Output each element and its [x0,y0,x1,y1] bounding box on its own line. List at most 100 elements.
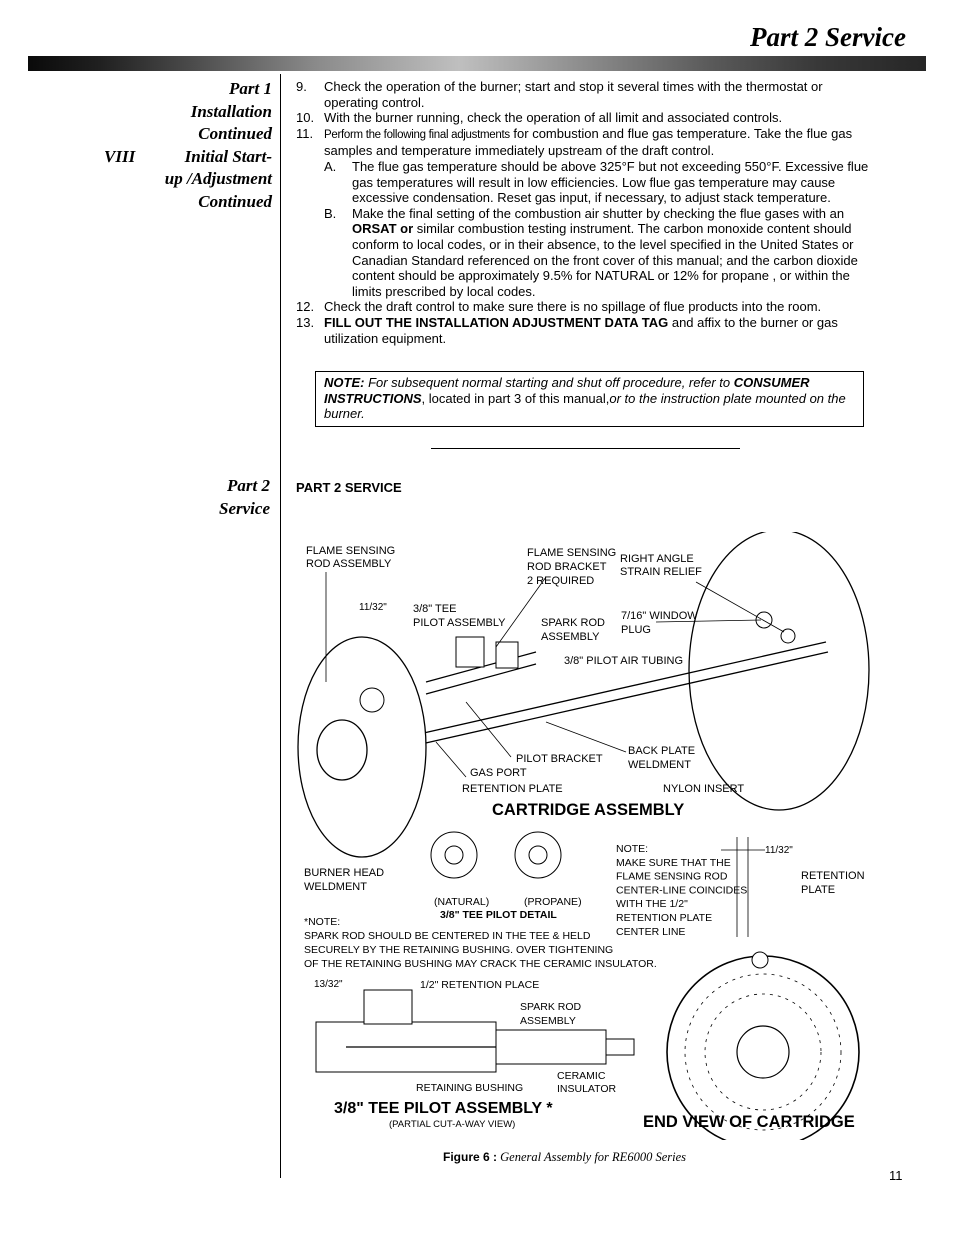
sub-text: Make the final setting of the combustion… [352,206,876,300]
column-divider [280,74,281,1178]
sidebar-line: Continued [198,191,272,211]
sub-item: B. Make the final setting of the combusti… [296,206,876,300]
sub-letter: B. [324,205,337,221]
label-gas-port: GAS PORT [470,767,527,779]
end-view-center [736,1025,790,1079]
page-header-title: Part 2 Service [750,22,906,52]
figure-caption: Figure 6 : General Assembly for RE6000 S… [443,1150,686,1165]
label-tee-title: 3/8" TEE PILOT ASSEMBLY * [334,1100,553,1117]
list-item: 10. With the burner running, check the op… [296,110,876,126]
sidebar-line: Initial Start- [184,146,272,166]
header-gradient-rule [28,56,926,71]
label-tee-sub: (PARTIAL CUT-A-WAY VIEW) [389,1119,515,1130]
list-item: 11.Perform the following final adjustmen… [296,126,876,159]
back-plate-shape [688,532,870,811]
sidebar-roman: VIII [104,146,136,166]
sub-text: The flue gas temperature should be above… [352,158,869,206]
note-box: NOTE: For subsequent normal starting and… [315,371,864,427]
steps-list: 9. Check the operation of the burner; sta… [296,79,876,346]
label-pilot-bracket: PILOT BRACKET [516,753,603,765]
label-retention-place: 1/2" RETENTION PLACE [420,979,539,991]
sub-letter: A. [324,158,337,174]
label-retention-plate: RETENTION PLATE [462,783,563,795]
text-run: and affix to the burner or gas utilizati… [324,314,838,346]
step-number: 10. [296,110,315,126]
step-text: Check the draft control to make sure the… [324,299,822,315]
end-view-holes-ring [704,993,822,1111]
label-propane: (PROPANE) [524,896,582,908]
tee-branch-shape [363,989,413,1025]
text-run: similar combustion testing instrument. T… [352,221,858,299]
list-item: 13. FILL OUT THE INSTALLATION ADJUSTMENT … [296,315,876,346]
label-star-note: *NOTE: SPARK ROD SHOULD BE CENTERED IN T… [304,916,657,970]
label-tee-detail: 3/8" TEE PILOT DETAIL [440,909,557,921]
label-dim-11-32: 11/32" [359,602,387,613]
step-text: Check the operation of the burner; start… [324,79,823,110]
sidebar-line: Continued [198,124,272,143]
step-number: 12. [296,299,315,315]
bold-run: CONSUMER INSTRUCTIONS [324,375,810,406]
tube-line [425,663,537,695]
sidebar-line: Part 2 [227,476,270,495]
sidebar-line: Service [219,498,270,518]
label-dim-11-32-b: 11/32" [765,845,793,856]
leader-line [545,721,627,753]
sidebar-section-part2: Part 2 Service [219,475,270,520]
text-run: For subsequent normal starting and shut … [364,375,734,390]
step-number: 13. [296,314,315,330]
tee-shape [455,636,485,668]
step-number: 9. [296,79,307,94]
leader-line [495,576,547,648]
sidebar-line: Part 1 [229,79,272,98]
step-text-rest: for combustion and flue gas temperature.… [324,125,853,159]
leader-line [435,741,467,778]
spark-rod-shape [495,641,519,669]
text-run: or to the instruction plate mounted on t… [324,390,846,422]
list-item: 12. Check the draft control to make sure … [296,299,876,315]
propane-detail-inner [528,845,548,865]
tube-line [405,641,827,738]
strain-relief-shape [780,628,796,644]
end-view-holes-ring [684,973,842,1131]
leader-line [465,701,512,758]
step-text: Perform the following final adjustments … [324,126,876,159]
sub-item: A. The flue gas temperature should be abo… [296,159,876,206]
sidebar-line: Installation [190,101,272,121]
sidebar-line: up /Adjustment [164,169,272,188]
sidebar-row: VIII Initial Start- [104,146,272,169]
step-text: FILL OUT THE INSTALLATION ADJUSTMENT DAT… [324,315,876,346]
label-note-right: NOTE: MAKE SURE THAT THE FLAME SENSING R… [616,843,750,938]
note-label: NOTE: [324,375,365,390]
text-run: , located in part 3 of this manual, [421,390,610,406]
step-text: With the burner running, check the opera… [324,110,783,126]
label-natural: (NATURAL) [434,896,489,908]
label-dim-13-32: 13/32" [314,979,343,990]
gauge-shape [359,687,385,713]
leader-line [695,581,785,633]
bold-run: FILL OUT THE INSTALLATION ADJUSTMENT DAT… [324,314,669,330]
terminal-shape [605,1038,635,1056]
burner-cup-shape [316,719,368,781]
end-view-rod [751,951,769,969]
label-retaining-bushing: RETAINING BUSHING [416,1082,523,1094]
label-end-view: END VIEW OF CARTRIDGE [643,1113,855,1131]
caption-text: General Assembly for RE6000 Series [497,1150,686,1164]
label-nylon-insert: NYLON INSERT [663,783,744,795]
bold-run: ORSAT or [352,221,414,237]
section-heading: PART 2 SERVICE [296,480,402,495]
label-cartridge-title: CARTRIDGE ASSEMBLY [492,801,684,819]
caption-label: Figure 6 : [443,1150,498,1164]
step-text-small: Perform the following final adjustments [324,128,510,141]
